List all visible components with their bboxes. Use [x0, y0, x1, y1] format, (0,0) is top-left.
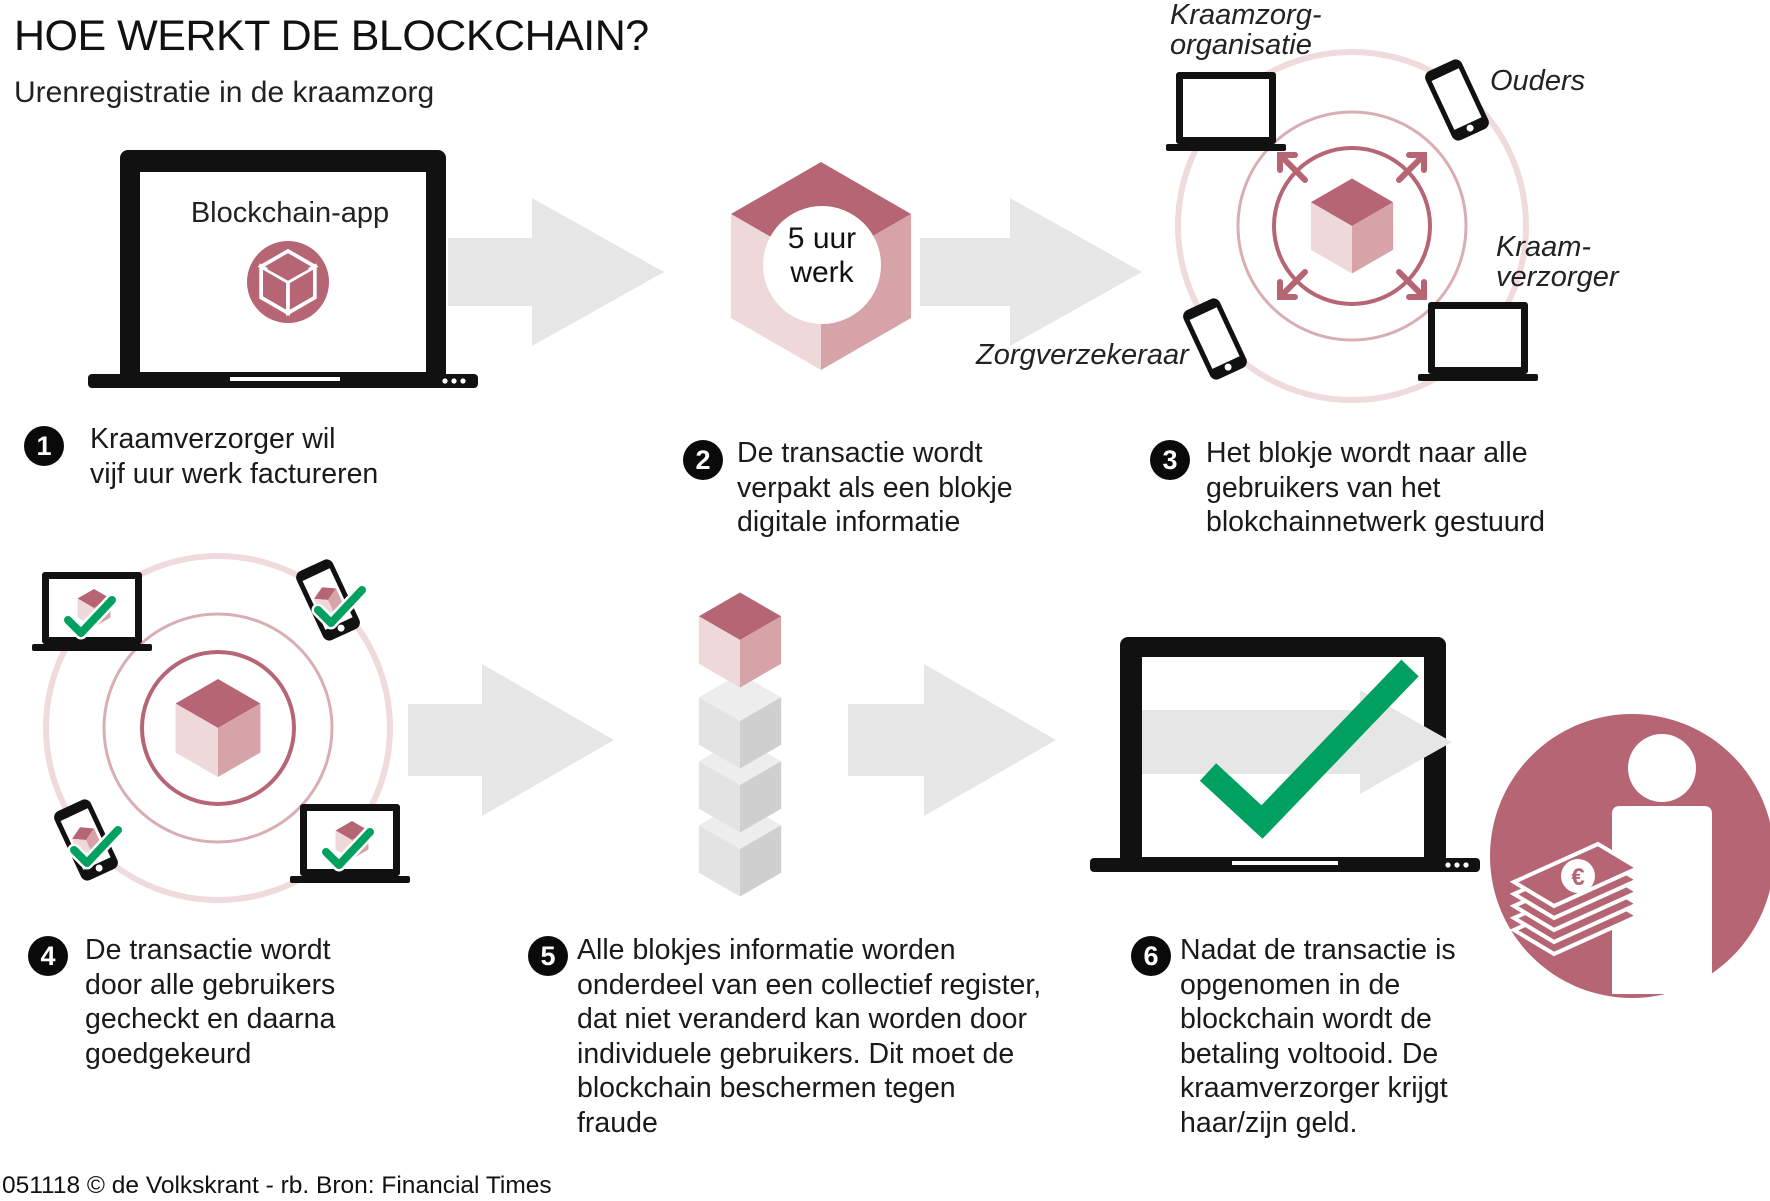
- blockchain-cube-icon: [175, 679, 261, 777]
- source-credit: 051118 © de Volkskrant - rb. Bron: Finan…: [2, 1172, 552, 1199]
- laptop-icon: [290, 804, 410, 883]
- arrow-icon: [408, 664, 614, 816]
- block-label-circle: [763, 206, 881, 324]
- arrow-icon: [1277, 152, 1427, 300]
- step-number: 3: [1150, 440, 1190, 480]
- phone-icon: [1422, 57, 1492, 143]
- network-rings: [1175, 49, 1529, 403]
- blockchain-cube-icon: [1310, 178, 1394, 274]
- laptop-icon: [1418, 302, 1538, 381]
- step-text: Alle blokjes informatie worden onderdeel…: [577, 934, 1042, 1139]
- step-number: 2: [683, 440, 723, 480]
- arrow-icon: [848, 664, 1056, 816]
- label-kraamzorg-organisatie: Kraamzorg- organisatie: [1170, 0, 1322, 61]
- svg-text:€: €: [1571, 864, 1584, 891]
- page-title: HOE WERKT DE BLOCKCHAIN?: [14, 12, 649, 60]
- network-rings: [43, 553, 393, 903]
- step-number: 5: [528, 936, 568, 976]
- block-stack: [698, 592, 782, 897]
- step-number: 6: [1131, 936, 1171, 976]
- step-text: Het blokje wordt naar alle gebruikers va…: [1206, 437, 1546, 538]
- laptop-icon: [1090, 637, 1480, 872]
- label-ouders: Ouders: [1490, 65, 1586, 97]
- step-number: 1: [24, 426, 64, 466]
- phone-icon: [1180, 296, 1250, 382]
- blockchain-cube-icon: [247, 241, 329, 323]
- laptop-icon: [32, 572, 152, 651]
- euro-money-icon: €: [1509, 841, 1643, 957]
- label-kraamverzorger: Kraam- verzorger: [1496, 231, 1619, 293]
- arrow-icon: [448, 198, 664, 346]
- app-label: Blockchain-app: [190, 197, 390, 229]
- laptop-icon: [1166, 72, 1286, 151]
- label-zorgverzekeraar: Zorgverzekeraar: [976, 339, 1189, 371]
- step-text: De transactie wordt door alle gebruikers…: [85, 934, 336, 1070]
- blockchain-cube-icon: [698, 592, 782, 688]
- page-subtitle: Urenregistratie in de kraamzorg: [14, 76, 435, 109]
- checkmark-icon: [1199, 659, 1419, 839]
- step-text: De transactie wordt verpakt als een blok…: [737, 437, 1013, 538]
- block-label: 5 uur werk: [787, 222, 857, 289]
- step-text: Kraamverzorger wil vijf uur werk facture…: [90, 423, 379, 490]
- step-number: 4: [28, 936, 68, 976]
- arrow-icon: [920, 198, 1142, 346]
- step-text: Nadat de transactie is opgenomen in de b…: [1180, 934, 1456, 1139]
